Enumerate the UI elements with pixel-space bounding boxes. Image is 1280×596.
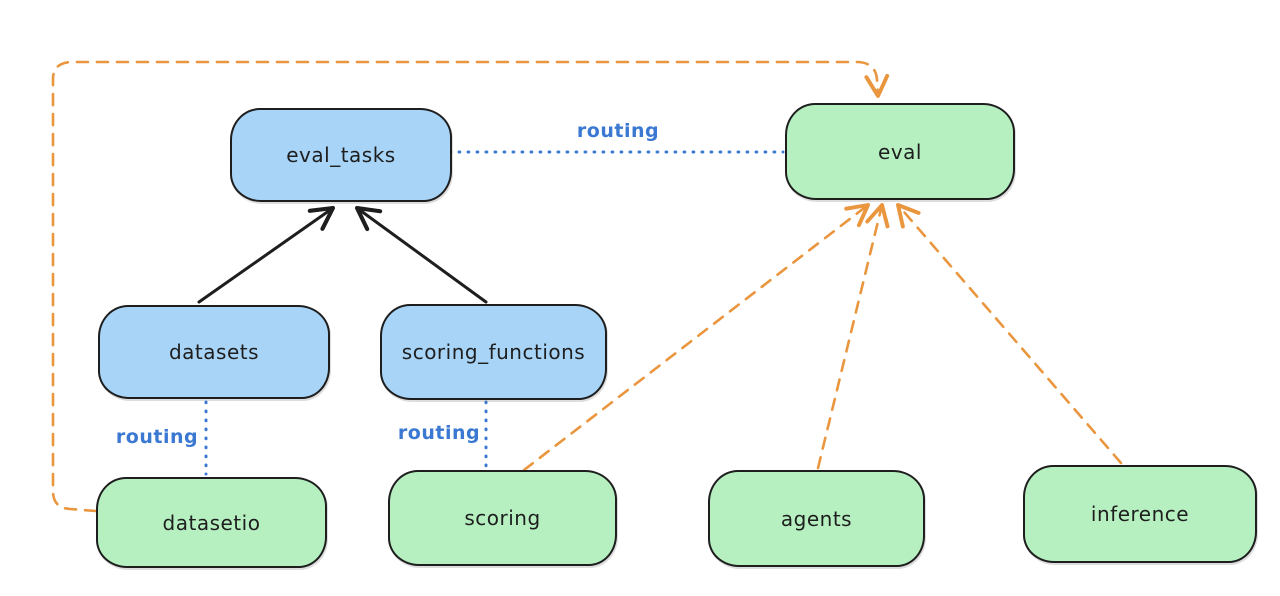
node-eval-tasks-label: eval_tasks: [286, 143, 396, 167]
node-inference: inference: [1023, 465, 1257, 563]
edge-agents-to-eval: [816, 203, 890, 470]
node-inference-label: inference: [1090, 502, 1190, 526]
edge-inference-to-eval: [896, 203, 1123, 465]
edge-label-routing-scoring-functions-scoring: routing: [397, 422, 481, 444]
node-datasetio: datasetio: [96, 477, 327, 568]
edge-datasets-to-eval-tasks: [197, 205, 336, 304]
node-scoring-functions: scoring_functions: [380, 304, 607, 400]
node-scoring: scoring: [388, 470, 617, 566]
edge-label-routing-eval-tasks-eval: routing: [576, 120, 660, 142]
node-datasets-label: datasets: [168, 340, 260, 364]
node-eval-tasks: eval_tasks: [230, 108, 452, 202]
node-agents-label: agents: [780, 506, 853, 531]
node-scoring-functions-label: scoring_functions: [401, 340, 586, 364]
edge-scoring-functions-to-eval-tasks: [354, 205, 488, 304]
node-datasets: datasets: [98, 305, 330, 399]
node-eval-label: eval: [878, 139, 922, 164]
node-agents: agents: [708, 470, 925, 567]
node-scoring-label: scoring: [464, 506, 541, 530]
edge-label-routing-datasets-datasetio: routing: [115, 426, 199, 448]
node-eval: eval: [785, 103, 1015, 200]
node-datasetio-label: datasetio: [162, 510, 261, 535]
